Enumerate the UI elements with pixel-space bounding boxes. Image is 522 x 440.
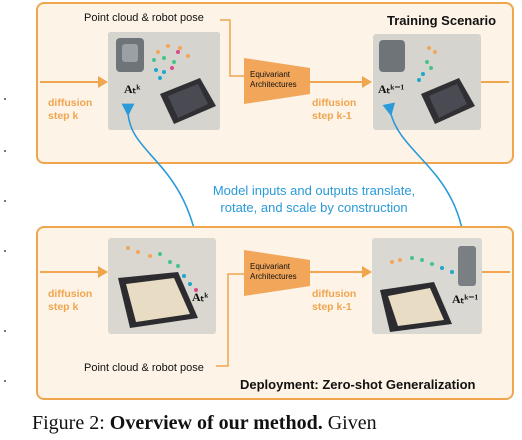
training-title: Training Scenario (387, 13, 497, 28)
deployment-model-shape (244, 250, 310, 296)
model-word-1: Equivariant (250, 70, 291, 79)
equivariance-annotation: Model inputs and outputs translate, rota… (198, 182, 430, 216)
model-word-2: Architectures (250, 80, 297, 89)
diffusion-word: diffusion (48, 288, 93, 300)
margin-mark (4, 200, 6, 202)
deployment-input-arrow (40, 266, 108, 278)
margin-mark (4, 98, 6, 100)
annotation-line-2: rotate, and scale by construction (220, 200, 408, 215)
deployment-mid-arrow (308, 266, 372, 278)
step-word: step k (48, 110, 79, 122)
training-action-out: Aₜᵏ⁻¹ (378, 82, 405, 96)
caption-bold: Overview of our method. (109, 412, 323, 434)
diffusion-word: diffusion (312, 288, 357, 300)
margin-mark (4, 250, 6, 252)
caption-prefix: Figure 2: (32, 412, 110, 434)
deployment-action-out: Aₜᵏ⁻¹ (452, 292, 479, 306)
diffusion-word: diffusion (48, 97, 93, 109)
annotation-line-1: Model inputs and outputs translate, (212, 183, 416, 198)
deployment-model-label: Equivariant Architectures (250, 262, 297, 282)
deployment-input-image (108, 238, 216, 334)
step-word: step k-1 (312, 110, 352, 122)
training-input-label: Point cloud & robot pose (84, 12, 204, 24)
deployment-action-in: Aₜᵏ (192, 290, 209, 304)
deployment-output-image (372, 238, 482, 334)
training-diffusion-out: diffusion step k-1 (312, 97, 356, 123)
deployment-output-scene (372, 238, 482, 334)
caption-suffix: Given (322, 412, 377, 434)
training-input-arrow (40, 76, 108, 88)
deployment-input-label: Point cloud & robot pose (84, 362, 204, 374)
training-connector (220, 19, 244, 77)
deployment-scene (108, 238, 216, 334)
margin-mark (4, 330, 6, 332)
deployment-connector (216, 273, 244, 367)
step-word: step k-1 (312, 301, 352, 313)
margin-mark (4, 380, 6, 382)
training-action-in: Aₜᵏ (124, 82, 141, 96)
model-word-2: Architectures (250, 272, 297, 281)
diffusion-word: diffusion (312, 97, 357, 109)
model-word-1: Equivariant (250, 262, 291, 271)
deployment-diffusion-in: diffusion step k (48, 288, 92, 314)
margin-mark (4, 150, 6, 152)
training-diffusion-in: diffusion step k (48, 97, 92, 123)
deployment-out-line (482, 271, 510, 273)
training-out-line (481, 81, 509, 83)
deployment-title: Deployment: Zero-shot Generalization (240, 377, 476, 392)
training-model-shape (244, 58, 310, 104)
step-word: step k (48, 301, 79, 313)
figure-caption: Figure 2: Overview of our method. Given (32, 412, 377, 435)
deployment-diffusion-out: diffusion step k-1 (312, 288, 356, 314)
training-mid-arrow (308, 76, 372, 88)
training-model-label: Equivariant Architectures (250, 70, 297, 90)
